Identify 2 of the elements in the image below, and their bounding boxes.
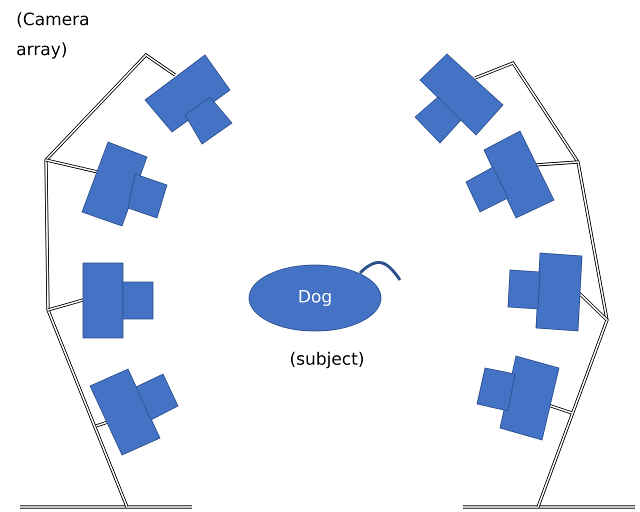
node-label: (subject) xyxy=(291,352,363,368)
label: (Camera array) xyxy=(17,12,88,59)
